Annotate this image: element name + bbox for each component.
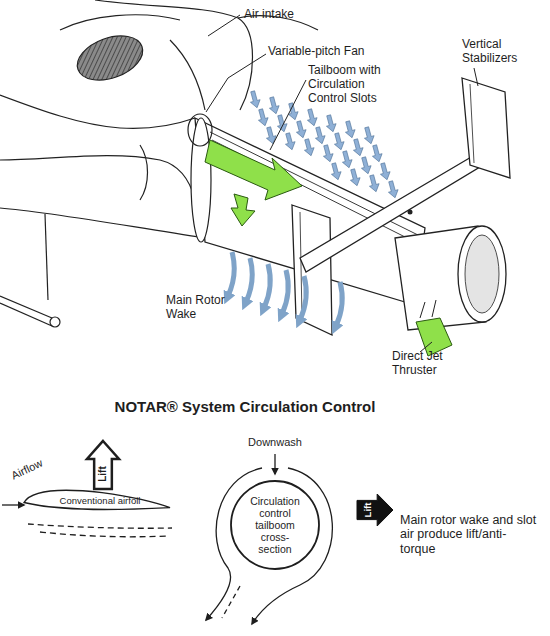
stabilizer-edge bbox=[300, 212, 302, 318]
airfoil-shape bbox=[24, 490, 170, 509]
fuselage-side bbox=[0, 156, 195, 200]
wake-arrow bbox=[343, 120, 357, 139]
stabilizer-pivot bbox=[408, 210, 413, 215]
cowling-edge bbox=[0, 95, 195, 128]
wake-flow-arrow bbox=[282, 270, 288, 314]
wake-arrow bbox=[362, 126, 376, 145]
wake-arrow bbox=[324, 114, 338, 133]
wake-arrow bbox=[351, 138, 365, 157]
wake-arrow bbox=[302, 138, 316, 157]
wake-arrow bbox=[256, 108, 270, 127]
leader-line bbox=[474, 68, 478, 86]
door-line bbox=[140, 145, 148, 200]
part-label: Tailboom with Circulation Control Slots bbox=[308, 64, 388, 105]
leader-line bbox=[208, 15, 240, 36]
variable-pitch-fan bbox=[188, 114, 212, 146]
wake-arrow bbox=[305, 108, 319, 127]
part-label: Variable-pitch Fan bbox=[268, 45, 398, 59]
wake-arrow bbox=[264, 126, 278, 145]
cowling-seam bbox=[60, 15, 180, 30]
wake-flow-arrow bbox=[264, 264, 270, 308]
wake-arrow bbox=[370, 144, 384, 163]
cross-section-circle bbox=[231, 481, 319, 569]
airfoil-shape-node: Conventional airfoil bbox=[22, 486, 172, 516]
leader-line bbox=[270, 80, 306, 150]
wake-arrow bbox=[294, 120, 308, 139]
skid-strut bbox=[45, 214, 48, 300]
node-label: Lift bbox=[363, 495, 374, 525]
part-label: Air intake bbox=[244, 8, 334, 22]
node-outline bbox=[86, 440, 120, 490]
wake-arrow bbox=[359, 156, 373, 175]
vertical-stabilizer bbox=[462, 78, 510, 178]
diagram-title: NOTAR® System Circulation Control bbox=[40, 398, 450, 415]
leader-line bbox=[206, 54, 266, 112]
part-label: Main Rotor Wake bbox=[166, 294, 236, 322]
fan-airflow-arrow bbox=[205, 140, 302, 200]
wake-arrow bbox=[321, 144, 335, 163]
streamline bbox=[28, 524, 172, 528]
wake-arrow bbox=[386, 180, 400, 199]
thruster-grille bbox=[465, 235, 499, 313]
thruster-vane bbox=[420, 300, 436, 318]
part-label: Airflow bbox=[9, 449, 60, 482]
wake-flow-arrow bbox=[300, 276, 306, 320]
air-intake bbox=[71, 28, 149, 89]
wake-arrow bbox=[348, 168, 362, 187]
circulation-flow bbox=[222, 586, 240, 618]
part-label: Vertical Stabilizers bbox=[462, 38, 542, 66]
airflow-arrow bbox=[2, 504, 24, 505]
landing-skid bbox=[0, 303, 52, 326]
lift-arrow: Lift bbox=[357, 494, 393, 526]
wake-arrow bbox=[367, 174, 381, 193]
skid-end bbox=[50, 317, 60, 327]
part-label: Downwash bbox=[240, 436, 310, 449]
vertical-stabilizer bbox=[292, 205, 332, 335]
part-label: Direct Jet Thruster bbox=[392, 350, 456, 378]
cowling-seam bbox=[170, 40, 205, 110]
wake-arrow bbox=[267, 96, 281, 115]
fuselage-belly bbox=[0, 208, 205, 238]
streamline bbox=[40, 532, 168, 537]
wake-arrow bbox=[248, 90, 262, 109]
wake-arrow bbox=[340, 150, 354, 169]
wake-arrow bbox=[313, 126, 327, 145]
stabilizer-edge bbox=[470, 84, 474, 163]
wake-flow-arrow bbox=[246, 258, 252, 302]
wake-arrow bbox=[378, 162, 392, 181]
lift-arrow: Lift bbox=[86, 440, 120, 490]
wake-arrow bbox=[332, 132, 346, 151]
wake-arrow bbox=[283, 132, 297, 151]
fan-housing bbox=[191, 118, 211, 242]
wake-flow-arrow bbox=[336, 282, 342, 326]
wake-arrow bbox=[329, 162, 343, 181]
lift-arrow-shape bbox=[87, 441, 119, 489]
node-label: Circulation control tailboom cross-secti… bbox=[246, 495, 304, 555]
node-label: Lift bbox=[97, 454, 109, 494]
downwash-arrow bbox=[274, 454, 275, 474]
lift-arrow-shape bbox=[357, 494, 393, 526]
node-label: Conventional airfoil bbox=[35, 496, 165, 507]
slot-airflow-arrow bbox=[231, 194, 255, 226]
wake-flow-arrow bbox=[228, 252, 234, 296]
thruster-cap bbox=[458, 226, 506, 322]
part-label: Main rotor wake and slot air produce lif… bbox=[400, 513, 538, 556]
cross-section-node: Circulation control tailboom cross-secti… bbox=[229, 479, 321, 571]
